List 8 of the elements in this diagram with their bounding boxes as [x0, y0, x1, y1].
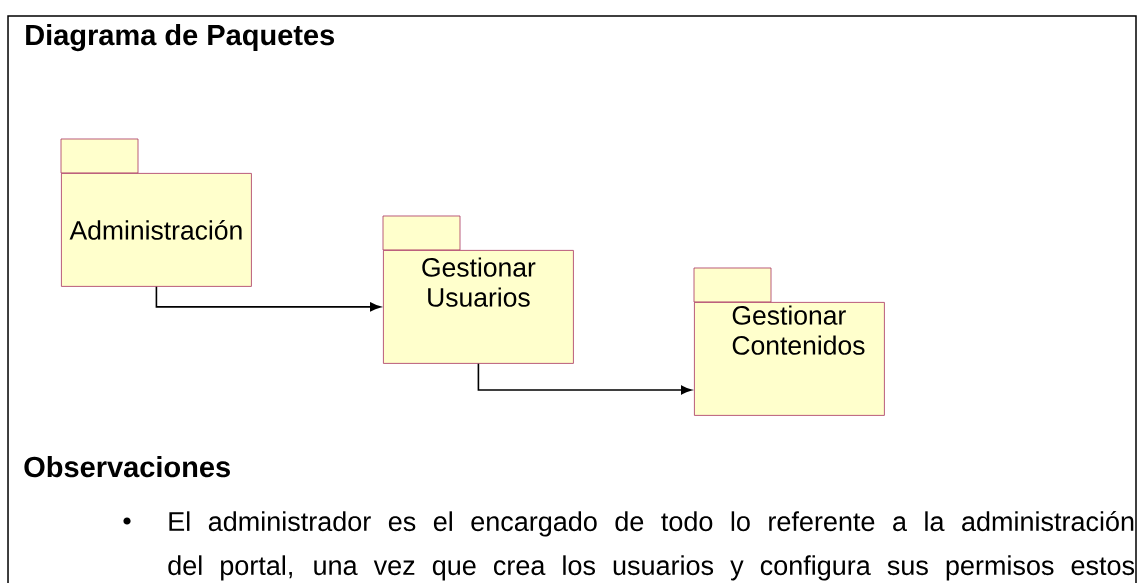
arrow [155, 286, 381, 312]
heading: Observaciones [24, 456, 230, 478]
package-box: Gestionar Contenidos [693, 267, 885, 416]
package-box: Gestionar Usuarios [382, 215, 574, 364]
arrow [477, 363, 692, 395]
bullet-text: El administrador es el encargado de todo lo referente a la administración del portal, una vez que crea los usuarios y configura sus permisos estos [168, 511, 1135, 581]
package-box: Administración [60, 138, 252, 287]
heading: Diagrama de Paquetes [26, 24, 335, 52]
